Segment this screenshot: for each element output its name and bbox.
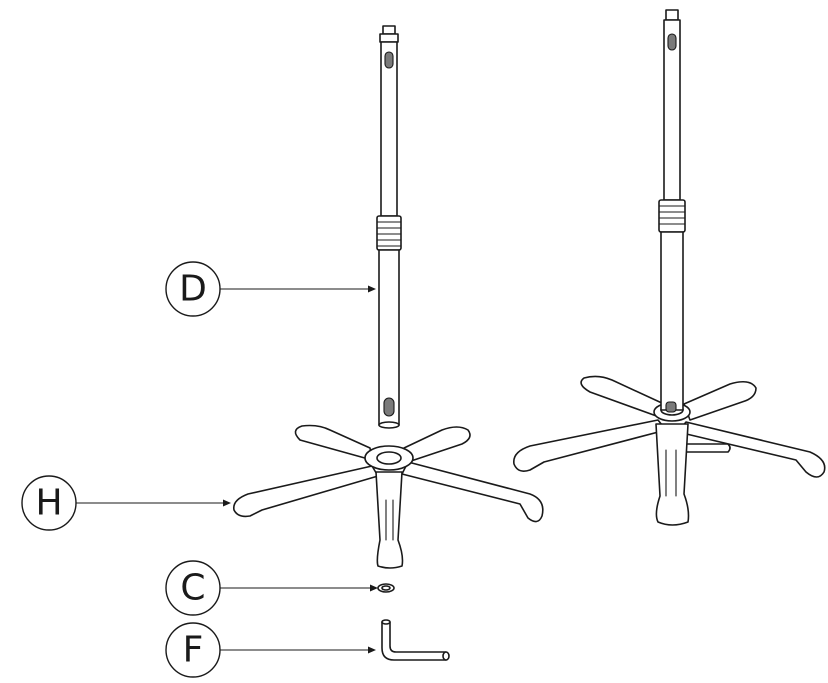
callout-d-label: D [179, 269, 207, 310]
telescopic-pole [376, 25, 402, 429]
pole-clamp [658, 199, 686, 233]
callout-f-label: F [183, 630, 204, 671]
callout-d: D [165, 261, 376, 317]
callout-c-label: C [180, 568, 205, 609]
base-arm-front-left [513, 419, 667, 472]
callout-h: H [21, 475, 231, 531]
inserted-allen-key [681, 443, 731, 453]
pole-tip [665, 9, 679, 21]
assembled-stand [513, 9, 826, 526]
callout-c: C [165, 560, 378, 616]
callout-f: F [165, 622, 376, 678]
callout-h-label: H [35, 483, 62, 524]
pole-lower [660, 231, 684, 411]
base-leg [655, 423, 690, 526]
base-arm-back-left [580, 375, 665, 419]
exploded-assembly: D H C F [21, 25, 544, 678]
allen-key [381, 619, 450, 661]
star-base [232, 424, 544, 569]
washer [377, 583, 395, 593]
base-arm-back-right [683, 380, 757, 421]
base-arm-front-right [677, 421, 826, 478]
